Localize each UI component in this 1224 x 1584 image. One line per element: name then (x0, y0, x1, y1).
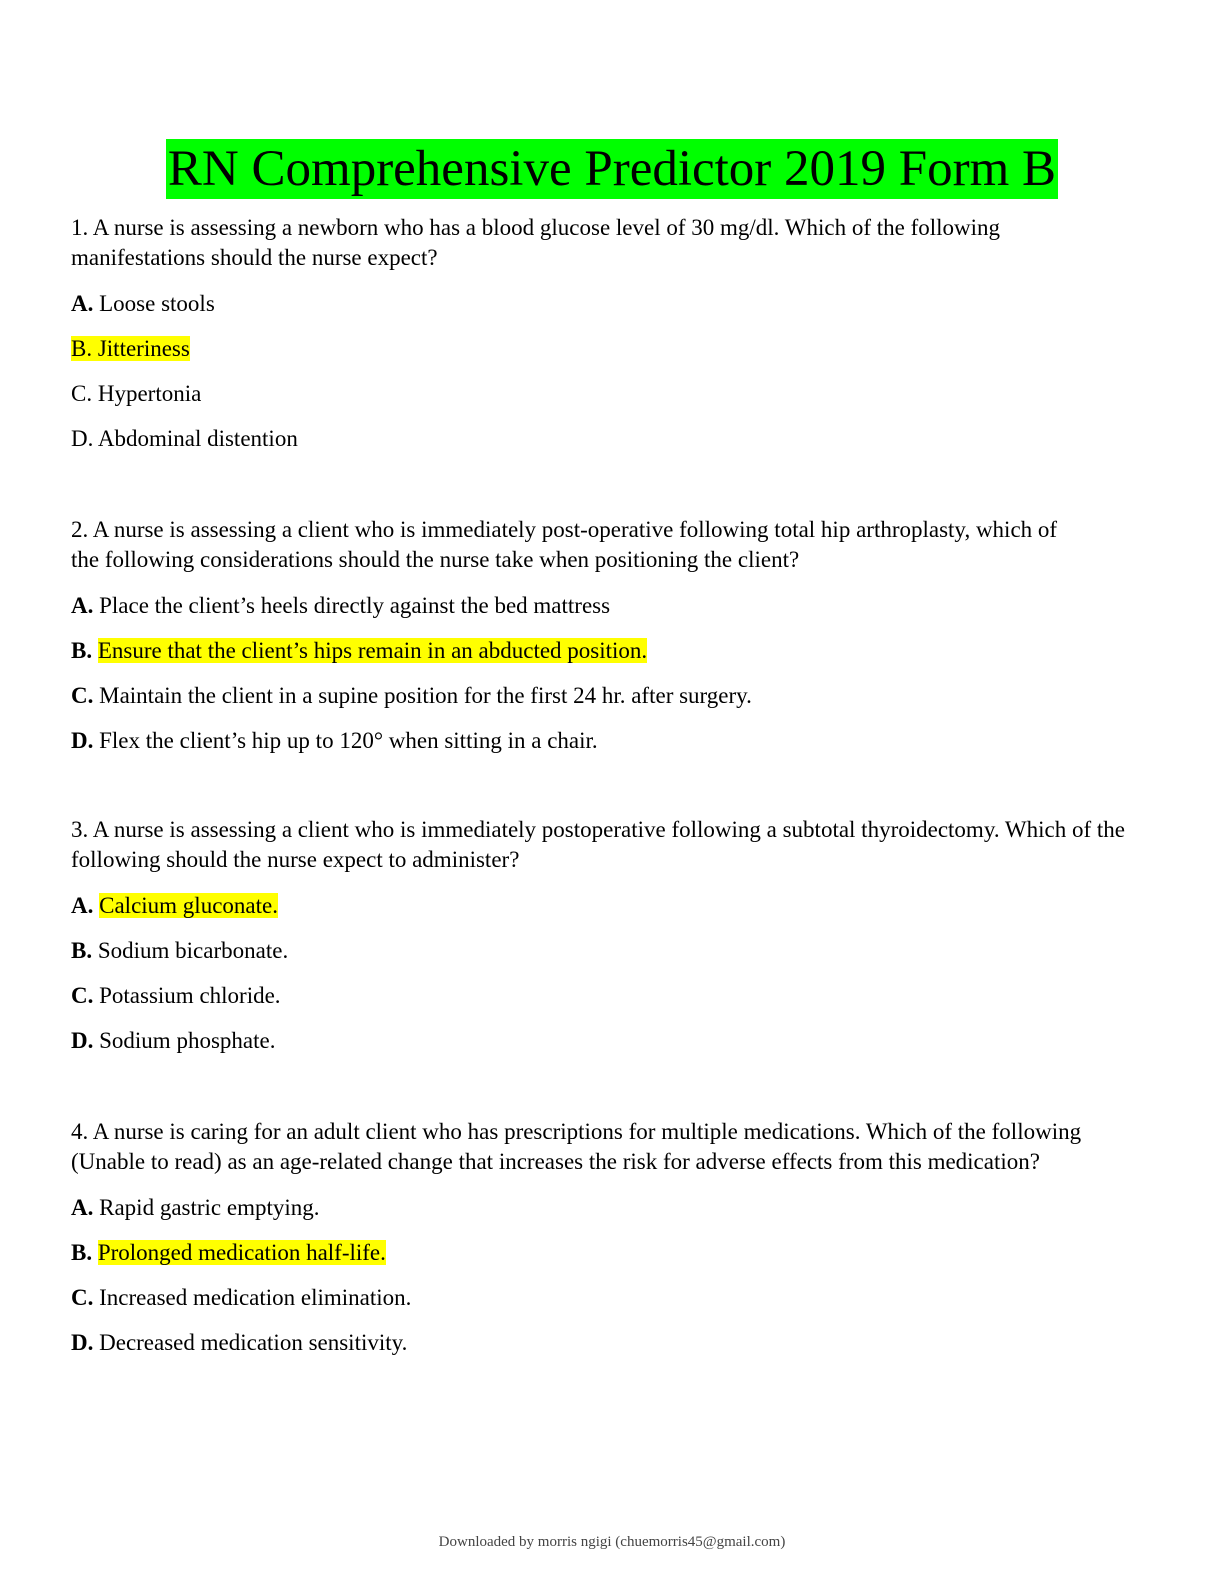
option-text: Abdominal distention (93, 426, 298, 451)
document-title: RN Comprehensive Predictor 2019 Form B (165, 139, 1059, 199)
download-footer: Downloaded by morris ngigi (chuemorris45… (438, 1534, 786, 1550)
option-letter: C. (71, 1285, 94, 1310)
option-letter: A. (71, 1195, 94, 1220)
option-d: D. Decreased medication sensitivity. (71, 1328, 1151, 1358)
highlighted-answer: Ensure that the client’s hips remain in … (97, 638, 648, 663)
option-d: D. Abdominal distention (71, 424, 1151, 454)
option-letter: B. (71, 638, 93, 663)
question-stem: 2. A nurse is assessing a client who is … (71, 517, 1058, 572)
question-1: 1. A nurse is assessing a newborn who ha… (71, 213, 1151, 454)
question-2: 2. A nurse is assessing a client who is … (71, 515, 1151, 756)
option-letter: A. (71, 893, 94, 918)
option-d: D. Sodium phosphate. (71, 1026, 1151, 1056)
option-b: B. Ensure that the client’s hips remain … (71, 636, 1151, 666)
option-letter: B. (71, 336, 93, 361)
option-text: Rapid gastric emptying. (99, 1195, 320, 1220)
title-block: RN Comprehensive Predictor 2019 Form B (0, 139, 1224, 199)
option-text: Flex the client’s hip up to 120° when si… (99, 728, 598, 753)
option-letter: A. (71, 291, 94, 316)
option-c: C. Maintain the client in a supine posit… (71, 681, 1151, 711)
option-letter: C. (71, 983, 94, 1008)
option-letter: D. (71, 1028, 94, 1053)
option-a: A. Loose stools (71, 289, 1151, 319)
question-stem: 4. A nurse is caring for an adult client… (71, 1119, 1082, 1174)
option-b: B. Sodium bicarbonate. (71, 936, 1151, 966)
option-text: Increased medication elimination. (99, 1285, 412, 1310)
option-text: Potassium chloride. (99, 983, 281, 1008)
option-text: Sodium bicarbonate. (97, 938, 289, 963)
option-letter: D. (71, 426, 94, 451)
option-a: A. Place the client’s heels directly aga… (71, 591, 1151, 621)
question-stem: 1. A nurse is assessing a newborn who ha… (71, 215, 1001, 270)
option-d: D. Flex the client’s hip up to 120° when… (71, 726, 1151, 756)
option-text: Decreased medication sensitivity. (99, 1330, 408, 1355)
highlighted-answer: Calcium gluconate. (99, 893, 278, 918)
option-letter: C. (71, 683, 94, 708)
option-letter: A. (71, 593, 94, 618)
option-c: C. Hypertonia (71, 379, 1151, 409)
question-4: 4. A nurse is caring for an adult client… (71, 1117, 1151, 1358)
option-letter: C. (71, 381, 93, 406)
question-stem: 3. A nurse is assessing a client who is … (71, 817, 1125, 872)
option-letter: B. (71, 938, 93, 963)
option-text: Loose stools (93, 291, 215, 316)
option-b: B. Jitteriness (71, 334, 1151, 364)
option-letter: B. (71, 1240, 93, 1265)
highlighted-answer: B. Jitteriness (71, 336, 190, 361)
option-text: Maintain the client in a supine position… (99, 683, 752, 708)
option-text: Hypertonia (92, 381, 202, 406)
option-letter: D. (71, 728, 94, 753)
option-b: B. Prolonged medication half-life. (71, 1238, 1151, 1268)
option-text: Place the client’s heels directly agains… (99, 593, 611, 618)
option-letter: D. (71, 1330, 94, 1355)
option-text: Sodium phosphate. (99, 1028, 276, 1053)
option-c: C. Potassium chloride. (71, 981, 1151, 1011)
option-c: C. Increased medication elimination. (71, 1283, 1151, 1313)
highlighted-answer: Prolonged medication half-life. (97, 1240, 386, 1265)
option-a: A. Rapid gastric emptying. (71, 1193, 1151, 1223)
question-3: 3. A nurse is assessing a client who is … (71, 815, 1151, 1056)
option-text: Jitteriness (92, 336, 190, 361)
option-a: A. Calcium gluconate. (71, 891, 1151, 921)
